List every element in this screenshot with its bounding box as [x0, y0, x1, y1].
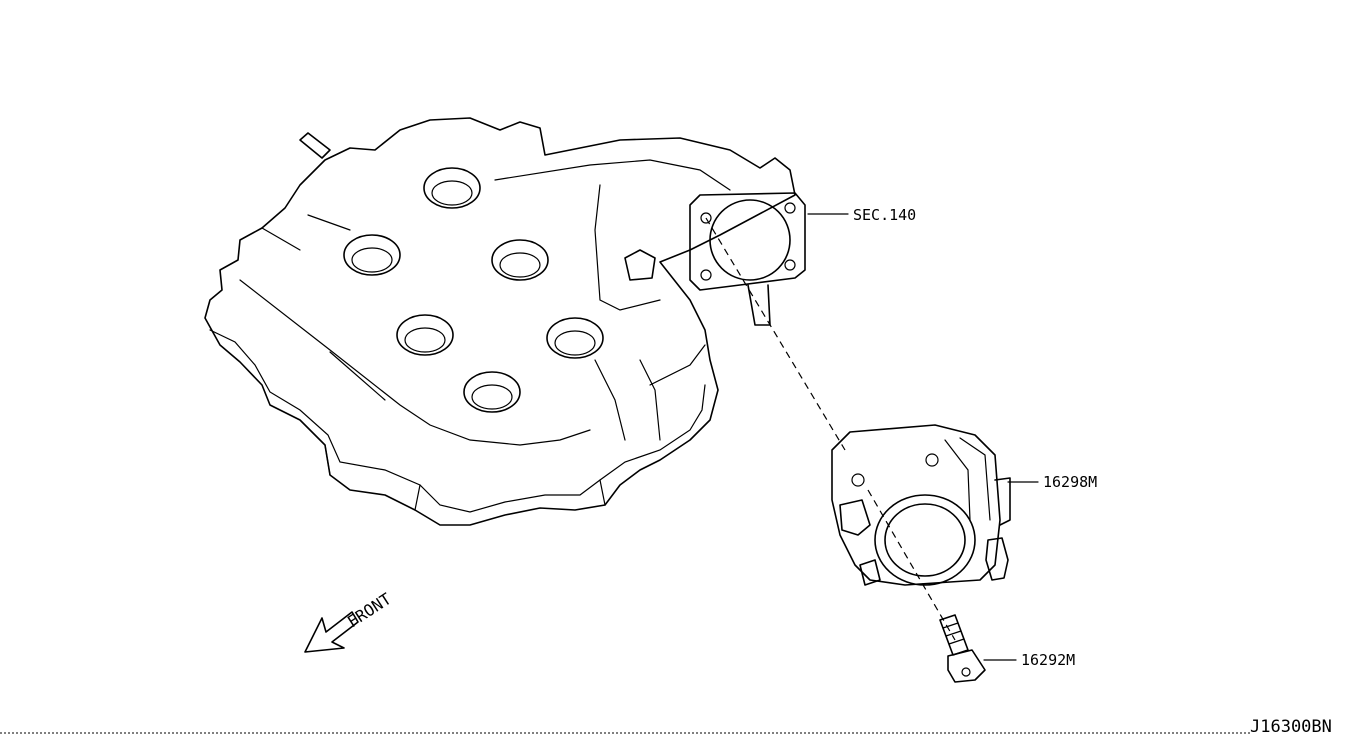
throttle-chamber — [831, 424, 1011, 586]
bolt-16292m — [939, 614, 986, 683]
label-throttle-chamber: 16298M — [1043, 473, 1097, 491]
label-sec-140: SEC.140 — [853, 206, 916, 224]
intake-manifold — [204, 117, 806, 526]
label-bolt: 16292M — [1021, 651, 1075, 669]
diagram-code: J16300BN — [1250, 717, 1332, 736]
front-label: FRONT — [344, 589, 395, 631]
assembly-guide-line — [705, 217, 956, 641]
front-arrow-icon — [304, 611, 359, 653]
leader-lines — [807, 213, 1039, 661]
